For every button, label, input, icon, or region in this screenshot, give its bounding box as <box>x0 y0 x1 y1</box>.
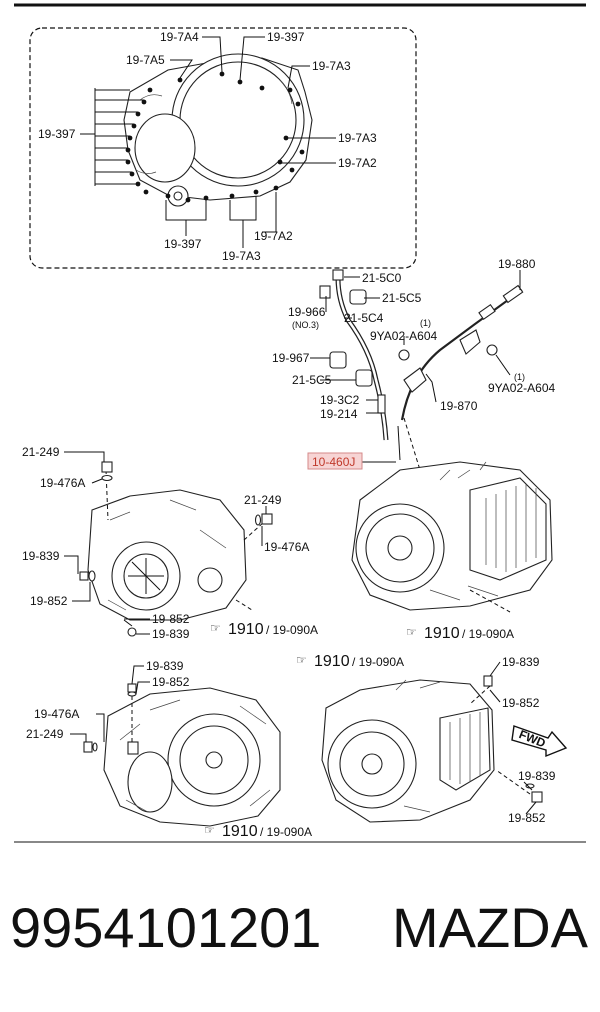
pointer-icon: ☞ <box>204 823 215 837</box>
callout-19-966: 19-966 <box>288 305 326 319</box>
left-lower-leaders <box>70 665 150 742</box>
pointer-icon: ☞ <box>210 621 221 635</box>
callout-10-460j[interactable]: 10-460J <box>312 455 355 469</box>
ref-right-upper[interactable]: ☞ 1910 / 19-090A <box>406 625 514 642</box>
pointer-icon: ☞ <box>406 625 417 639</box>
right-lower-leaders <box>489 661 537 815</box>
shift-cable <box>398 284 524 421</box>
callout-19-397-a: 19-397 <box>267 30 305 44</box>
dipstick-tube <box>319 269 401 461</box>
callout-19-397-c: 19-397 <box>164 237 202 251</box>
brand-name: MAZDA <box>392 896 588 959</box>
callout-19-852-c: 19-852 <box>152 675 190 689</box>
detail-leaders <box>80 36 336 248</box>
ref-1910-d[interactable]: 1910 <box>222 823 258 840</box>
fwd-arrow-icon: FWD <box>511 725 568 758</box>
ref-left-upper[interactable]: ☞ 1910 / 19-090A <box>210 621 318 638</box>
callout-9ya02-a604-a: 9YA02-A604 <box>370 329 437 343</box>
callout-21-5c5-b: 21-5C5 <box>292 373 332 387</box>
callout-19-967: 19-967 <box>272 351 310 365</box>
callout-21-249-a: 21-249 <box>22 445 60 459</box>
transaxle-left-upper <box>79 461 273 637</box>
callout-19-852-e: 19-852 <box>508 811 546 825</box>
callout-19-397-b: 19-397 <box>38 127 76 141</box>
callout-19-7a3-a: 19-7A3 <box>312 59 351 73</box>
callout-19-476a-a: 19-476A <box>40 476 85 490</box>
right-lower-labels: 19-839 19-852 19-839 19-852 <box>502 655 556 825</box>
callout-19-839-c: 19-839 <box>146 659 184 673</box>
ref-1910-c[interactable]: 1910 <box>314 653 350 670</box>
callout-9ya02-a604-b: 9YA02-A604 <box>488 381 555 395</box>
callout-19-476a-b: 19-476A <box>264 540 309 554</box>
callout-no3: (NO.3) <box>292 320 319 330</box>
ref-1910-b[interactable]: 1910 <box>424 625 460 642</box>
callout-19-3c2: 19-3C2 <box>320 393 360 407</box>
callout-21-249-b: 21-249 <box>244 493 282 507</box>
highlighted-callout[interactable]: 10-460J <box>307 452 363 470</box>
part-number: 9954101201 <box>10 896 322 959</box>
tube-leaders <box>310 270 521 471</box>
callout-21-5c5-a: 21-5C5 <box>382 291 422 305</box>
callout-21-249-c: 21-249 <box>26 727 64 741</box>
callout-19-476a-c: 19-476A <box>34 707 79 721</box>
ref-right-lower[interactable]: ☞ 1910 / 19-090A <box>296 653 404 670</box>
callout-19-839-d: 19-839 <box>502 655 540 669</box>
callout-19-839-a: 19-839 <box>22 549 60 563</box>
ref-19-090a-d[interactable]: / 19-090A <box>260 825 312 839</box>
callout-19-7a2-b: 19-7A2 <box>254 229 293 243</box>
ref-19-090a-a[interactable]: / 19-090A <box>266 623 318 637</box>
parts-diagram: 19-7A4 19-397 19-7A5 19-7A3 19-397 19-7A… <box>14 3 586 843</box>
left-upper-labels: 21-249 19-476A 21-249 19-476A 19-839 19-… <box>22 445 309 641</box>
left-lower-labels: 19-839 19-852 19-476A 21-249 <box>26 659 190 741</box>
callout-21-5c0: 21-5C0 <box>362 271 402 285</box>
ref-1910-a[interactable]: 1910 <box>228 621 264 638</box>
detail-box <box>29 27 417 269</box>
callout-qty-1-b: (1) <box>514 372 525 382</box>
callout-19-7a4: 19-7A4 <box>160 30 199 44</box>
detail-labels: 19-7A4 19-397 19-7A5 19-7A3 19-397 19-7A… <box>38 30 377 263</box>
ref-19-090a-c[interactable]: / 19-090A <box>352 655 404 669</box>
transaxle-right-upper <box>351 461 553 613</box>
callout-19-880: 19-880 <box>498 257 536 271</box>
pointer-icon: ☞ <box>296 653 307 667</box>
callout-21-5c4: 21-5C4 <box>344 311 384 325</box>
callout-19-870: 19-870 <box>440 399 478 413</box>
callout-19-839-b: 19-839 <box>152 627 190 641</box>
callout-19-852-b: 19-852 <box>152 612 190 626</box>
tube-labels: 21-5C0 19-880 21-5C5 19-966 (NO.3) 21-5C… <box>272 257 555 421</box>
transaxle-left-lower <box>83 683 281 827</box>
callout-19-7a3-b: 19-7A3 <box>338 131 377 145</box>
callout-19-852-d: 19-852 <box>502 696 540 710</box>
ref-left-lower[interactable]: ☞ 1910 / 19-090A <box>204 823 312 840</box>
callout-19-7a5: 19-7A5 <box>126 53 165 67</box>
callout-19-852-a: 19-852 <box>30 594 68 608</box>
bolt-dots <box>125 71 305 203</box>
fwd-label: FWD <box>517 727 548 750</box>
left-upper-leaders <box>64 451 267 635</box>
housing-flange-detail <box>123 53 313 207</box>
ref-19-090a-b[interactable]: / 19-090A <box>462 627 514 641</box>
callout-19-839-e: 19-839 <box>518 769 556 783</box>
callout-19-7a3-c: 19-7A3 <box>222 249 261 263</box>
callout-qty-1-a: (1) <box>420 318 431 328</box>
transaxle-right-lower <box>321 675 543 823</box>
callout-19-214: 19-214 <box>320 407 358 421</box>
callout-19-7a2-a: 19-7A2 <box>338 156 377 170</box>
